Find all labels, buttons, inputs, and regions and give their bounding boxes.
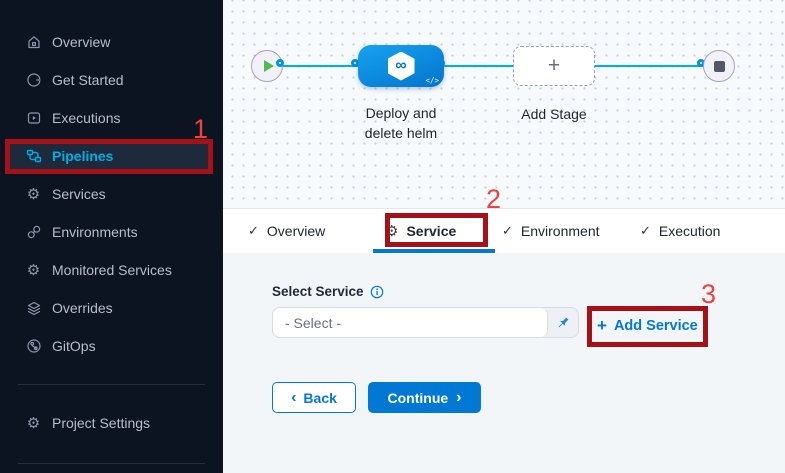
sidebar-item-label: Environments <box>52 224 138 240</box>
sidebar-item-label: Overview <box>52 34 111 50</box>
chevron-left-icon: ‹ <box>291 388 297 406</box>
sidebar-item-monitored-services[interactable]: ⚙ Monitored Services <box>0 251 223 289</box>
home-icon <box>25 34 42 51</box>
pipeline-canvas[interactable]: ∞ </> Deploy and delete helm + Add Stage <box>223 0 785 208</box>
tab-service[interactable]: ⚙ Service <box>385 209 456 253</box>
service-tab-content: Select Service + Add Service ‹ Back <box>223 253 785 473</box>
sidebar-item-environments[interactable]: Environments <box>0 213 223 251</box>
sidebar-item-label: Pipelines <box>52 148 114 164</box>
add-service-button[interactable]: + Add Service <box>597 317 698 334</box>
pipelines-icon <box>25 148 42 165</box>
tab-label: Overview <box>266 223 326 239</box>
sidebar-item-overrides[interactable]: Overrides <box>0 289 223 327</box>
pipeline-end-node[interactable] <box>703 50 735 82</box>
sidebar-item-label: Get Started <box>52 72 124 88</box>
plus-icon: + <box>597 316 607 335</box>
environments-icon <box>25 224 42 241</box>
monitored-services-icon: ⚙ <box>26 260 41 279</box>
sidebar-item-executions[interactable]: Executions <box>0 99 223 137</box>
sidebar-item-get-started[interactable]: Get Started <box>0 61 223 99</box>
add-stage-label: Add Stage <box>521 106 587 122</box>
sidebar-item-services[interactable]: ⚙ Services <box>0 175 223 213</box>
connector-port <box>351 59 359 67</box>
sidebar-item-label: Executions <box>52 110 121 126</box>
sidebar-item-label: Services <box>52 186 106 202</box>
tab-overview[interactable]: ✓ Overview <box>248 209 325 253</box>
back-label: Back <box>303 389 337 406</box>
add-stage-button[interactable]: + <box>513 46 595 86</box>
get-started-icon <box>25 72 42 89</box>
project-settings-gear-icon: ⚙ <box>26 413 41 432</box>
tab-label: Execution <box>658 223 721 239</box>
tab-execution[interactable]: ✓ Execution <box>640 209 720 253</box>
play-icon <box>263 60 274 72</box>
main-panel: ∞ </> Deploy and delete helm + Add Stage… <box>223 0 785 473</box>
pipeline-edge <box>444 65 513 67</box>
tab-label: Environment <box>520 223 600 239</box>
sidebar-divider <box>18 463 205 464</box>
check-icon: ✓ <box>248 223 259 239</box>
sidebar-item-label: Project Settings <box>52 415 151 431</box>
select-service-label-row: Select Service <box>272 284 384 299</box>
sidebar-nav: Overview Get Started Executions Pipeline… <box>0 0 223 464</box>
back-button[interactable]: ‹ Back <box>272 382 356 413</box>
sidebar-item-overview[interactable]: Overview <box>0 23 223 61</box>
add-service-label: Add Service <box>613 317 698 334</box>
sidebar-divider <box>18 384 205 385</box>
active-tab-underline <box>373 249 495 253</box>
continue-button[interactable]: Continue › <box>368 382 481 413</box>
check-icon: ✓ <box>640 223 651 239</box>
sidebar-item-gitops[interactable]: GitOps <box>0 327 223 365</box>
stop-icon <box>713 60 725 72</box>
chevron-right-icon: › <box>456 388 462 406</box>
tab-environment[interactable]: ✓ Environment <box>502 209 600 253</box>
stage-config-tabbar: ✓ Overview ⚙ Service ✓ Environment ✓ Exe… <box>223 208 785 253</box>
gitops-icon <box>25 338 42 355</box>
executions-icon <box>25 110 42 127</box>
sidebar: Overview Get Started Executions Pipeline… <box>0 0 223 473</box>
services-gear-icon: ⚙ <box>26 184 41 203</box>
sidebar-item-project-settings[interactable]: ⚙ Project Settings <box>0 404 223 442</box>
cd-hexagon-icon: ∞ <box>387 51 415 81</box>
pipeline-edge <box>595 65 704 67</box>
plus-icon: + <box>547 54 561 77</box>
select-service-input[interactable] <box>273 308 548 337</box>
continue-label: Continue <box>387 389 449 406</box>
sidebar-item-pipelines[interactable]: Pipelines <box>10 141 213 171</box>
sidebar-item-label: GitOps <box>52 338 96 354</box>
stage-label: Deploy and delete helm <box>364 105 438 141</box>
pin-icon[interactable] <box>548 308 578 337</box>
gear-icon: ⚙ <box>385 222 399 240</box>
sidebar-item-label: Monitored Services <box>52 262 172 278</box>
sidebar-item-label: Overrides <box>52 300 113 316</box>
info-icon[interactable] <box>370 285 384 299</box>
code-icon: </> <box>425 76 439 85</box>
select-service-field <box>272 307 579 338</box>
select-service-label: Select Service <box>272 284 364 299</box>
tab-label: Service <box>406 223 457 239</box>
overrides-layers-icon <box>25 300 42 317</box>
pipeline-edge <box>283 65 358 67</box>
stage-node-deploy-and-delete-helm[interactable]: ∞ </> <box>358 45 444 87</box>
connector-port <box>276 59 284 67</box>
check-icon: ✓ <box>502 223 513 239</box>
